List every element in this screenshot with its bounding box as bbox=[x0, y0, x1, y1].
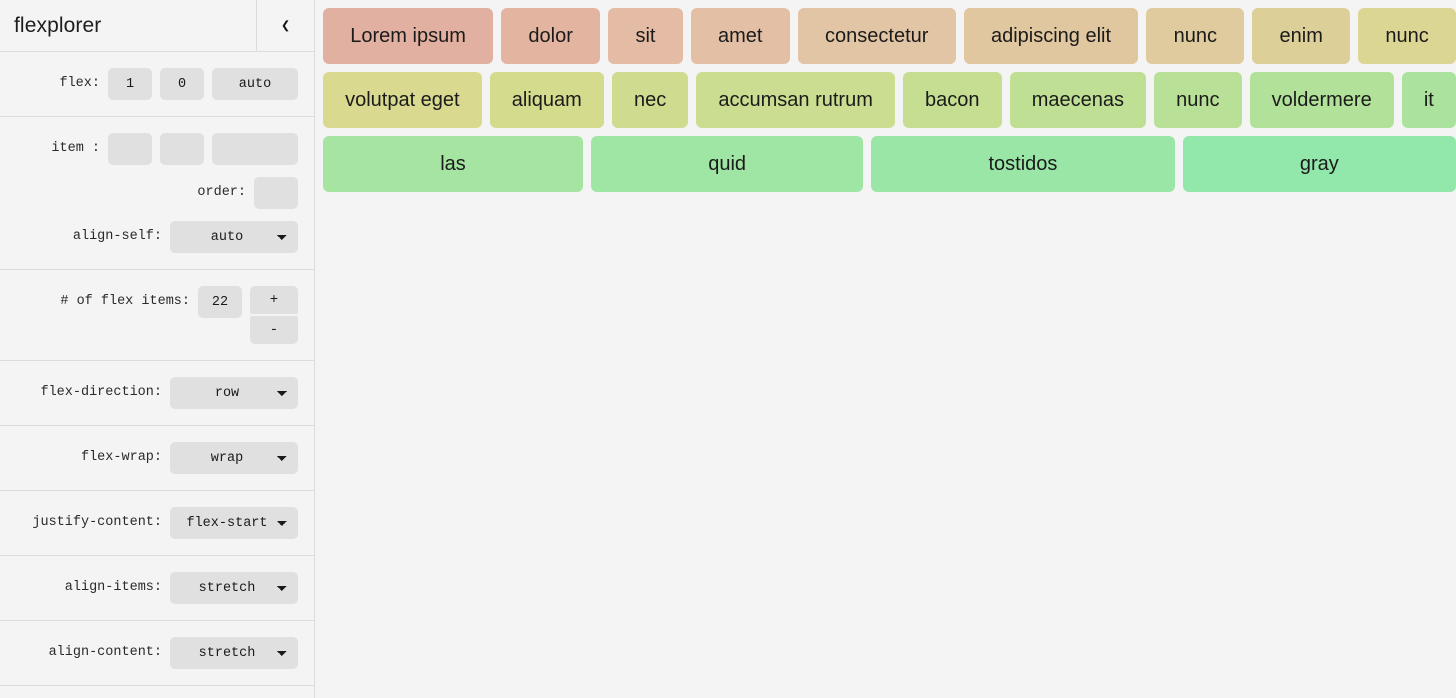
flex-item[interactable]: maecenas bbox=[1009, 72, 1147, 128]
flex-item-label: amet bbox=[718, 24, 763, 47]
flex-item-count-stepper: + - bbox=[250, 286, 298, 344]
flex-grow-input[interactable] bbox=[108, 68, 152, 100]
flex-item[interactable]: accumsan rutrum bbox=[696, 72, 895, 128]
collapse-sidebar-button[interactable]: ❮ bbox=[256, 0, 314, 51]
flex-item-label: nunc bbox=[1385, 24, 1429, 47]
flex-item-label: bacon bbox=[925, 88, 980, 111]
page-title: flexplorer bbox=[14, 13, 102, 37]
flex-item-label: sit bbox=[635, 24, 656, 47]
align-content-label: align-content: bbox=[48, 645, 162, 660]
row-flex-item-count: # of flex items: + - bbox=[0, 280, 314, 350]
flex-item-label: tostidos bbox=[988, 152, 1058, 175]
chevron-left-icon: ❮ bbox=[280, 18, 291, 35]
align-items-select[interactable]: flex-startflex-endcenterbaselinestretch bbox=[170, 572, 298, 604]
row-flex-wrap: flex-wrap: nowrapwrapwrap-reverse bbox=[0, 436, 314, 480]
section-align-content: align-content: flex-startflex-endcentersp… bbox=[0, 621, 314, 686]
section-item-properties: item : order: align-self: autoflex-start… bbox=[0, 117, 314, 270]
flex-item-label: quid bbox=[708, 152, 747, 175]
flex-item[interactable]: dolor bbox=[501, 8, 601, 64]
flex-item-label: enim bbox=[1279, 24, 1323, 47]
flex-item-label: voldermere bbox=[1271, 88, 1372, 111]
flex-basis-input[interactable] bbox=[212, 68, 298, 100]
flex-item-label: nunc bbox=[1176, 88, 1220, 111]
flex-item-label: nec bbox=[633, 88, 667, 111]
order-label: order: bbox=[197, 185, 246, 200]
flex-item[interactable]: consectetur bbox=[797, 8, 956, 64]
flex-item[interactable]: sit bbox=[608, 8, 683, 64]
row-align-content: align-content: flex-startflex-endcentersp… bbox=[0, 631, 314, 675]
item-shrink-input[interactable] bbox=[160, 133, 204, 165]
flex-direction-select[interactable]: rowrow-reversecolumncolumn-reverse bbox=[170, 377, 298, 409]
row-order: order: bbox=[0, 171, 314, 215]
flex-item[interactable]: Lorem ipsum bbox=[323, 8, 494, 64]
align-content-select[interactable]: flex-startflex-endcenterspace-betweenspa… bbox=[170, 637, 298, 669]
flex-item[interactable]: it bbox=[1401, 72, 1456, 128]
flex-preview-canvas: Lorem ipsum dolor sit amet consectetur adipis… bbox=[315, 0, 1456, 698]
flex-item-label: nunc bbox=[1173, 24, 1217, 47]
flex-container: Lorem ipsum dolor sit amet consectetur adipis… bbox=[323, 8, 1456, 192]
flex-item[interactable]: nunc bbox=[1358, 8, 1456, 64]
section-flex-shorthand: flex: bbox=[0, 52, 314, 117]
flex-shrink-input[interactable] bbox=[160, 68, 204, 100]
flex-item[interactable]: nec bbox=[611, 72, 689, 128]
item-label: item : bbox=[51, 141, 100, 156]
order-input[interactable] bbox=[254, 177, 298, 209]
sidebar-header: flexplorer ❮ bbox=[0, 0, 314, 52]
flex-item-label: it bbox=[1423, 88, 1434, 111]
flex-wrap-label: flex-wrap: bbox=[80, 450, 162, 465]
flex-item[interactable]: enim bbox=[1252, 8, 1351, 64]
section-container-properties: flex-direction: rowrow-reversecolumncolum… bbox=[0, 361, 314, 686]
flex-item[interactable]: adipiscing elit bbox=[963, 8, 1139, 64]
row-flex-direction: flex-direction: rowrow-reversecolumncolum… bbox=[0, 371, 314, 415]
decrement-items-button[interactable]: - bbox=[250, 316, 298, 344]
controls-sidebar: flexplorer ❮ flex: item : order: bbox=[0, 0, 315, 698]
flex-wrap-select[interactable]: nowrapwrapwrap-reverse bbox=[170, 442, 298, 474]
flex-item[interactable]: volutpat eget bbox=[323, 72, 482, 128]
align-self-select[interactable]: autoflex-startflex-endcenterbaselinestre… bbox=[170, 221, 298, 253]
flex-item-label: dolor bbox=[528, 24, 573, 47]
flex-item[interactable]: tostidos bbox=[871, 136, 1175, 192]
row-align-items: align-items: flex-startflex-endcenterbase… bbox=[0, 566, 314, 610]
flex-item-label: accumsan rutrum bbox=[718, 88, 873, 111]
flex-item[interactable]: amet bbox=[690, 8, 790, 64]
section-flex-wrap: flex-wrap: nowrapwrapwrap-reverse bbox=[0, 426, 314, 491]
flex-item[interactable]: aliquam bbox=[489, 72, 604, 128]
flex-label: flex: bbox=[59, 76, 100, 91]
justify-content-label: justify-content: bbox=[32, 515, 162, 530]
flex-direction-label: flex-direction: bbox=[40, 385, 162, 400]
section-align-items: align-items: flex-startflex-endcenterbase… bbox=[0, 556, 314, 621]
flex-item-label: gray bbox=[1299, 152, 1339, 175]
section-flex-direction: flex-direction: rowrow-reversecolumncolum… bbox=[0, 361, 314, 426]
increment-items-button[interactable]: + bbox=[250, 286, 298, 314]
flex-item[interactable]: bacon bbox=[902, 72, 1002, 128]
row-flex: flex: bbox=[0, 62, 314, 106]
flex-item-label: Lorem ipsum bbox=[350, 24, 466, 47]
flex-item-label: consectetur bbox=[825, 24, 929, 47]
row-align-self: align-self: autoflex-startflex-endcenter… bbox=[0, 215, 314, 259]
row-item: item : bbox=[0, 127, 314, 171]
justify-content-select[interactable]: flex-startflex-endcenterspace-betweenspa… bbox=[170, 507, 298, 539]
flex-item-label: las bbox=[440, 152, 466, 175]
flex-item[interactable]: nunc bbox=[1146, 8, 1245, 64]
section-item-count: # of flex items: + - bbox=[0, 270, 314, 361]
flex-item-label: adipiscing elit bbox=[990, 24, 1112, 47]
flex-item[interactable]: quid bbox=[591, 136, 864, 192]
flex-item[interactable]: voldermere bbox=[1249, 72, 1394, 128]
flex-item-count-input[interactable] bbox=[198, 286, 242, 318]
align-items-label: align-items: bbox=[64, 580, 162, 595]
flex-item[interactable]: gray bbox=[1182, 136, 1456, 192]
item-grow-input[interactable] bbox=[108, 133, 152, 165]
item-basis-input[interactable] bbox=[212, 133, 298, 165]
flex-item[interactable]: las bbox=[323, 136, 584, 192]
flex-item-label: volutpat eget bbox=[345, 88, 460, 111]
flex-item[interactable]: nunc bbox=[1154, 72, 1242, 128]
row-justify-content: justify-content: flex-startflex-endcenter… bbox=[0, 501, 314, 545]
flex-item-label: aliquam bbox=[511, 88, 582, 111]
flex-item-label: maecenas bbox=[1031, 88, 1124, 111]
flex-item-count-label: # of flex items: bbox=[60, 294, 190, 309]
align-self-label: align-self: bbox=[72, 229, 162, 244]
section-justify-content: justify-content: flex-startflex-endcenter… bbox=[0, 491, 314, 556]
